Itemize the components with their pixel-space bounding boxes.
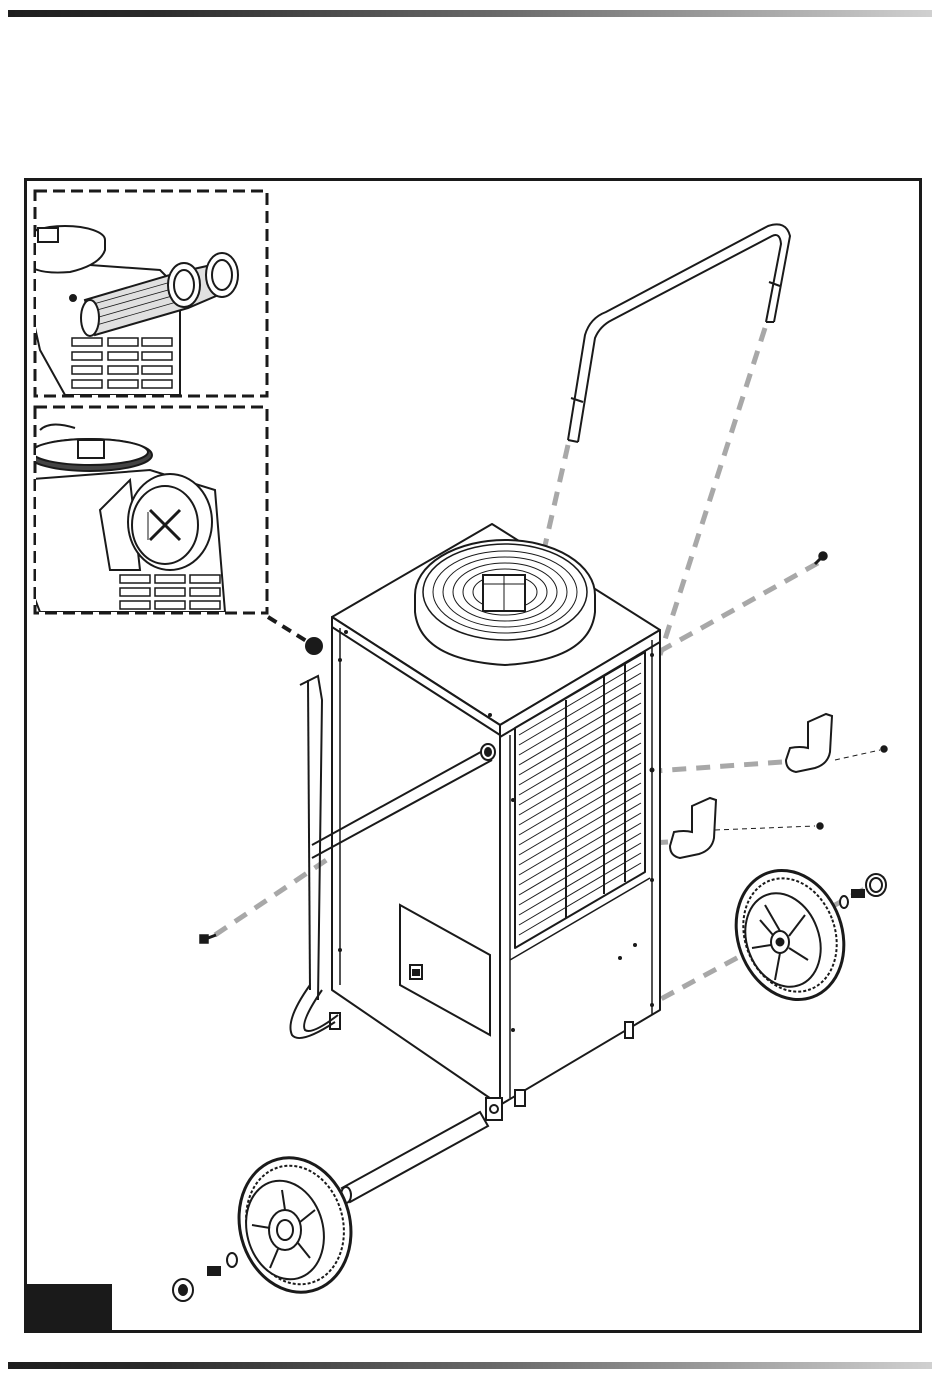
inset-leader [268, 617, 323, 655]
axle-rod [341, 1112, 488, 1203]
bottom-gradient-bar [8, 1362, 932, 1369]
detail-inset-flange [20, 407, 267, 613]
detail-inset-hose [20, 191, 267, 396]
screw-hook-upper [881, 746, 887, 752]
wheel-left [224, 1145, 365, 1305]
screw-guide-top [662, 563, 818, 650]
screw-hook-lower [817, 823, 823, 829]
top-fan-grille [415, 540, 595, 665]
cord-hook-upper [786, 714, 832, 772]
hook-guide-upper [655, 762, 782, 771]
wheel-right [719, 855, 862, 1015]
u-handle [568, 224, 790, 442]
screw-left [200, 935, 216, 943]
handle-guide-right [660, 328, 765, 655]
wheel-right-fasteners [840, 874, 886, 908]
screw-top-right [815, 552, 827, 564]
cord-hook-lower [670, 798, 716, 858]
page-corner-badge [24, 1284, 112, 1333]
wheel-left-fasteners [173, 1253, 237, 1301]
